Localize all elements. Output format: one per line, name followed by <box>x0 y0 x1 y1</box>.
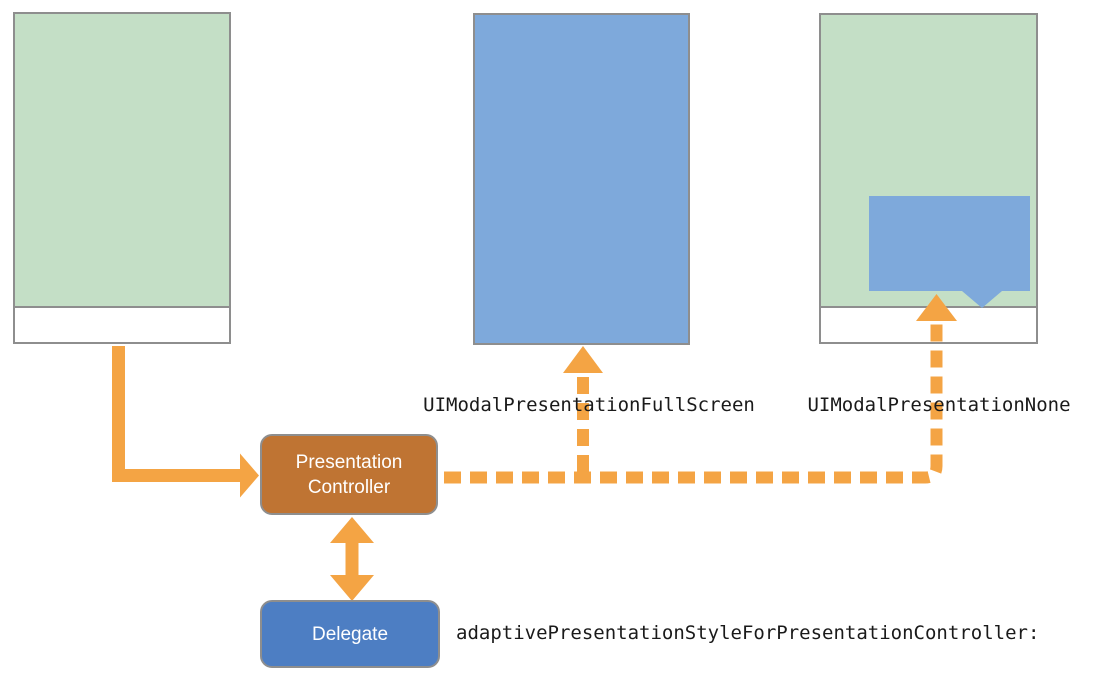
label-uimodalpresentationnone: UIModalPresentationNone <box>807 394 1071 416</box>
presenting-screen <box>13 12 231 344</box>
popover-screen-content <box>821 15 1036 308</box>
delegate-node: Delegate <box>260 600 440 668</box>
fullscreen-arrow-head-icon <box>563 346 603 373</box>
presentation-controller-label-line2: Controller <box>307 476 391 498</box>
solid-arrow-head-icon <box>240 453 259 498</box>
popover <box>869 196 1030 291</box>
label-adaptive-presentation-method: adaptivePresentationStyleForPresentation… <box>456 622 1040 644</box>
solid-arrow-shaft <box>112 346 240 482</box>
fullscreen-presentation-screen <box>473 13 690 345</box>
delegate-arrow-up-head-icon <box>330 517 374 543</box>
popover-presentation-screen <box>819 13 1038 344</box>
delegate-label: Delegate <box>311 623 389 645</box>
presenting-screen-content <box>15 14 229 308</box>
popover-callout-arrow-icon <box>962 291 1002 308</box>
label-uimodalpresentationfullscreen: UIModalPresentationFullScreen <box>423 394 755 416</box>
presentation-controller-node: Presentation Controller <box>260 434 438 515</box>
delegate-arrow-down-head-icon <box>330 575 374 601</box>
presentation-controller-label-line1: Presentation <box>295 451 403 473</box>
